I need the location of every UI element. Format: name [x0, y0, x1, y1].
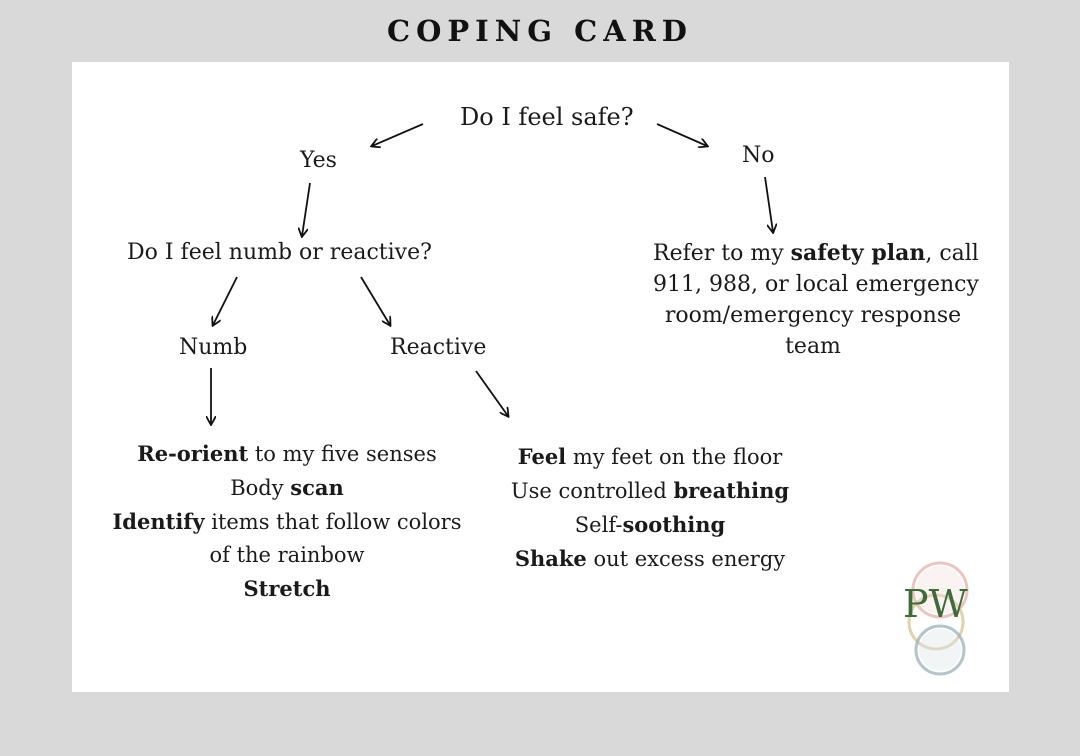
arrow-root-to-no — [656, 123, 707, 146]
arrow-question-to-numb — [213, 276, 238, 325]
root-question: Do I feel safe? — [460, 103, 634, 131]
page-title: COPING CARD — [387, 14, 693, 48]
logo-monogram: PW — [903, 582, 968, 626]
no-label: No — [742, 143, 775, 168]
reactive-label: Reactive — [390, 335, 487, 360]
no-action-text: Refer to my safety plan, call 911, 988, … — [653, 240, 979, 359]
numb-coping-list: Re-orient to my five senses Body scan Id… — [112, 441, 462, 601]
arrow-root-to-yes — [372, 123, 424, 146]
arrow-reactive-to-list — [475, 370, 508, 416]
numb-or-reactive-question: Do I feel numb or reactive? — [127, 240, 432, 265]
brand-logo — [907, 561, 969, 676]
arrow-question-to-reactive — [360, 276, 390, 325]
yes-label: Yes — [300, 148, 337, 173]
reactive-coping-list: Feel my feet on the floor Use controlled… — [510, 444, 790, 571]
coping-card — [72, 62, 1009, 692]
numb-label: Numb — [179, 335, 248, 360]
arrow-yes-to-question — [302, 182, 311, 236]
arrow-no-to-action — [764, 176, 773, 232]
